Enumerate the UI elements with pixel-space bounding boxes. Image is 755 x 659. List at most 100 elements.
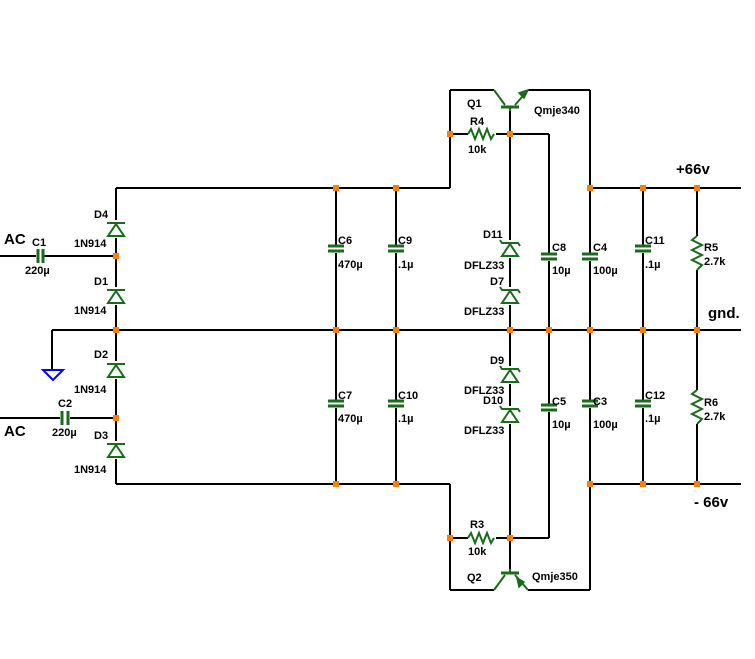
c6-value: 470µ [338,259,363,271]
c3-ref: C3 [593,396,607,408]
r5-value: 2.7k [704,256,726,268]
r6-value: 2.7k [704,411,726,423]
c1-ref: C1 [32,237,46,249]
c11-value: .1µ [645,259,661,271]
resistor-r5 [689,235,705,271]
positive-rail-label: +66v [676,161,710,178]
diode-d1 [106,287,126,305]
c7-value: 470µ [338,413,363,425]
zener-d7 [499,286,521,305]
node [694,185,700,191]
negative-rail-label: - 66v [694,494,729,511]
diode-d2 [106,361,126,379]
r6-ref: R6 [704,397,718,409]
node [447,131,453,137]
r3-value: 10k [468,546,487,558]
capacitor-c4 [581,252,599,261]
q1-ref: Q1 [467,98,482,110]
diode-d4 [106,220,126,238]
capacitor-c9 [387,244,405,253]
node [113,415,119,421]
zener-d11 [499,239,521,258]
diode-d3 [106,441,126,459]
d10-ref: D10 [483,395,503,407]
q1-value: Qmje340 [534,105,580,117]
capacitor-c12 [634,399,652,408]
c4-value: 100µ [593,265,618,277]
d7-ref: D7 [490,276,504,288]
c11-ref: C11 [645,235,665,247]
d2-ref: D2 [94,349,108,361]
d1-ref: D1 [94,276,108,288]
wires [0,89,741,591]
c1-value: 220µ [25,265,50,277]
c9-value: .1µ [398,259,414,271]
ac-bottom-label: AC [4,423,26,440]
d2-value: 1N914 [74,384,107,396]
c12-value: .1µ [645,413,661,425]
node [507,327,513,333]
node [393,327,399,333]
node [587,481,593,487]
node [333,327,339,333]
d9-ref: D9 [490,355,504,367]
node [694,327,700,333]
c2-ref: C2 [58,398,72,410]
r4-ref: R4 [470,116,485,128]
d10-value: DFLZ33 [464,425,504,437]
capacitor-c7 [327,399,345,408]
node [587,185,593,191]
zener-d9 [499,365,521,384]
node [694,481,700,487]
c7-ref: C7 [338,390,352,402]
junction-nodes [113,131,700,541]
ac-top-label: AC [4,231,26,248]
r4-value: 10k [468,144,487,156]
zener-d10 [499,405,521,424]
node [393,481,399,487]
node [640,481,646,487]
node [333,481,339,487]
capacitor-c2 [60,410,70,426]
c2-value: 220µ [52,427,77,439]
node [113,253,119,259]
node [447,535,453,541]
node [587,327,593,333]
node [546,327,552,333]
c8-ref: C8 [552,242,566,254]
q2-ref: Q2 [467,572,482,584]
node [507,131,513,137]
capacitor-c10 [387,399,405,408]
d3-ref: D3 [94,430,108,442]
node [333,185,339,191]
ground-rail-label: gnd. [708,305,740,322]
d4-ref: D4 [94,209,109,221]
node [393,185,399,191]
q2-value: Qmje350 [532,571,578,583]
node [113,327,119,333]
ground-symbol-icon [40,369,66,382]
d9-value: DFLZ33 [464,385,504,397]
resistor-r6 [689,389,705,425]
node [507,535,513,541]
d3-value: 1N914 [74,464,107,476]
c8-value: 10µ [552,265,571,277]
capacitor-c8 [540,252,558,261]
c10-ref: C10 [398,390,418,402]
d4-value: 1N914 [74,238,107,250]
c6-ref: C6 [338,235,352,247]
c10-value: .1µ [398,413,414,425]
d11-ref: D11 [483,229,503,241]
capacitor-c3 [581,399,599,408]
d11-value: DFLZ33 [464,260,504,272]
c5-value: 10µ [552,419,571,431]
node [640,185,646,191]
c3-value: 100µ [593,419,618,431]
capacitor-c5 [540,403,558,412]
node [640,327,646,333]
c4-ref: C4 [593,242,608,254]
transistor-q1 [493,88,530,111]
capacitor-c1 [36,248,45,264]
